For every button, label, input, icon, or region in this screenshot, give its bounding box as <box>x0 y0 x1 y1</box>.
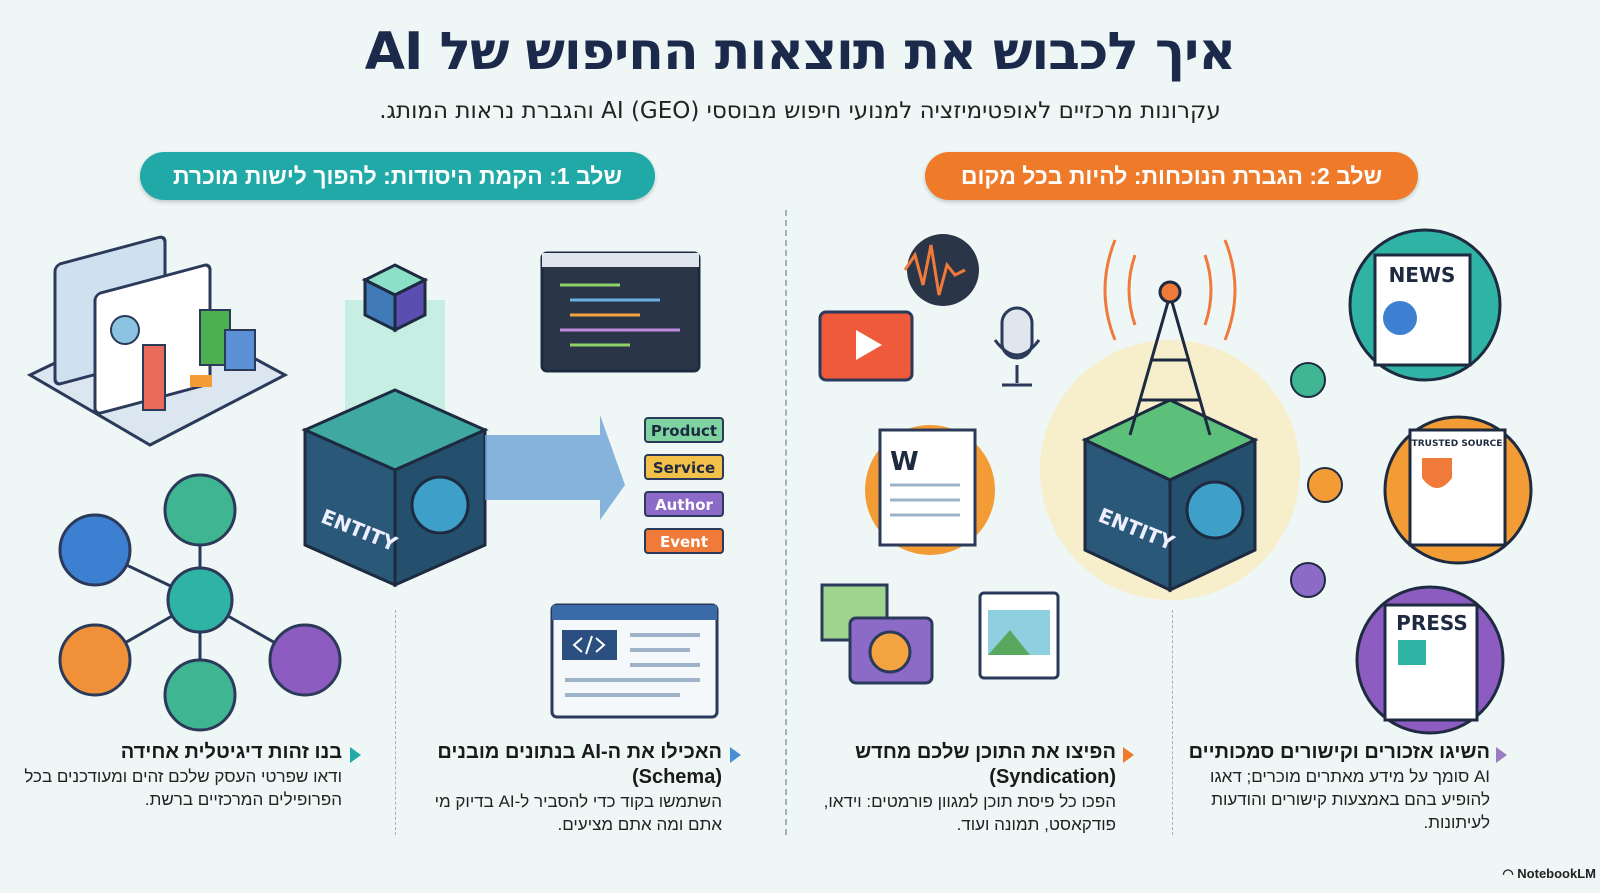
broadcast-tower-cube <box>1040 239 1300 600</box>
bullet-icon <box>730 747 741 763</box>
section-body: השתמשו בקוד כדי להסביר ל-AI בדיוק מי אתם… <box>434 792 722 834</box>
tag-author: Author <box>655 496 713 514</box>
document-icon: W <box>865 425 995 555</box>
page-subtitle: עקרונות מרכזיים לאופטימיזציה למנועי חיפו… <box>379 98 1221 124</box>
news-icon: NEWS <box>1348 228 1502 382</box>
bullet-icon <box>350 747 361 763</box>
bullet-icon <box>1123 747 1134 763</box>
illustrations: ENTITY Product Service Author Event W <box>26 228 1533 735</box>
svg-text:PRESS: PRESS <box>1396 611 1468 635</box>
identity-network <box>58 473 342 732</box>
bullet-icon <box>1496 747 1507 763</box>
tag-event: Event <box>660 533 708 551</box>
trusted-source-icon: TRUSTED SOURCE <box>1383 415 1533 565</box>
column-divider <box>395 610 396 835</box>
arrow-icon <box>485 415 625 520</box>
tag-product: Product <box>651 422 717 440</box>
section-body: AI סומך על מידע מאתרים מוכרים; דאגו להופ… <box>1210 767 1490 832</box>
award-badge-icon <box>1290 362 1343 598</box>
section-heading: האכילו את ה-AI בנתונים מובנים (Schema) <box>437 741 722 788</box>
audio-wave-icon <box>903 234 979 306</box>
page-title: איך לכבוש את תוצאות החיפוש של AI <box>364 22 1236 82</box>
tag-service: Service <box>653 459 715 477</box>
schema-tags: Product Service Author Event <box>644 417 724 554</box>
section-heading: בנו זהות דיגיטלית אחידה <box>120 741 342 763</box>
image-post-icon <box>978 591 1060 680</box>
video-play-icon <box>818 310 914 382</box>
section-heading: השיגו אזכורים וקישורים סמכותיים <box>1188 741 1490 763</box>
stage-2-banner: שלב 2: הגברת הנוכחות: להיות בכל מקום <box>925 152 1418 200</box>
svg-text:NEWS: NEWS <box>1389 263 1456 287</box>
column-divider <box>1172 610 1173 835</box>
section-authority-links: השיגו אזכורים וקישורים סמכותיים AI סומך … <box>1182 740 1490 834</box>
section-body: הפכו כל פיסת תוכן למגוון פורמטים: וידאו,… <box>823 792 1116 834</box>
dashboard-illustration <box>26 235 289 447</box>
svg-text:TRUSTED SOURCE: TRUSTED SOURCE <box>1412 439 1503 449</box>
stage-1-banner: שלב 1: הקמת היסודות: להפוך לישות מוכרת <box>140 152 655 200</box>
camera-image-icon <box>820 583 934 685</box>
press-icon: PRESS <box>1355 585 1505 735</box>
word-doc-letter: W <box>890 447 919 477</box>
stage-divider <box>785 210 787 835</box>
entity-cube <box>301 263 489 588</box>
code-icon <box>572 635 606 655</box>
section-schema: האכילו את ה-AI בנתונים מובנים (Schema) ה… <box>420 740 722 836</box>
section-unified-identity: בנו זהות דיגיטלית אחידה ודאו שפרטי העסק … <box>20 740 342 811</box>
code-window <box>540 251 701 373</box>
section-syndication: הפיצו את התוכן שלכם מחדש (Syndication) ה… <box>815 740 1116 836</box>
schema-code-window <box>550 603 719 719</box>
microphone-icon <box>993 306 1041 387</box>
section-body: ודאו שפרטי העסק שלכם זהים ומעודכנים בכל … <box>24 767 342 809</box>
section-heading: הפיצו את התוכן שלכם מחדש (Syndication) <box>855 741 1116 788</box>
brand-name: NotebookLM <box>1517 866 1596 881</box>
notebooklm-logo: ◠ NotebookLM <box>1502 866 1596 882</box>
notebooklm-icon: ◠ <box>1502 866 1514 881</box>
